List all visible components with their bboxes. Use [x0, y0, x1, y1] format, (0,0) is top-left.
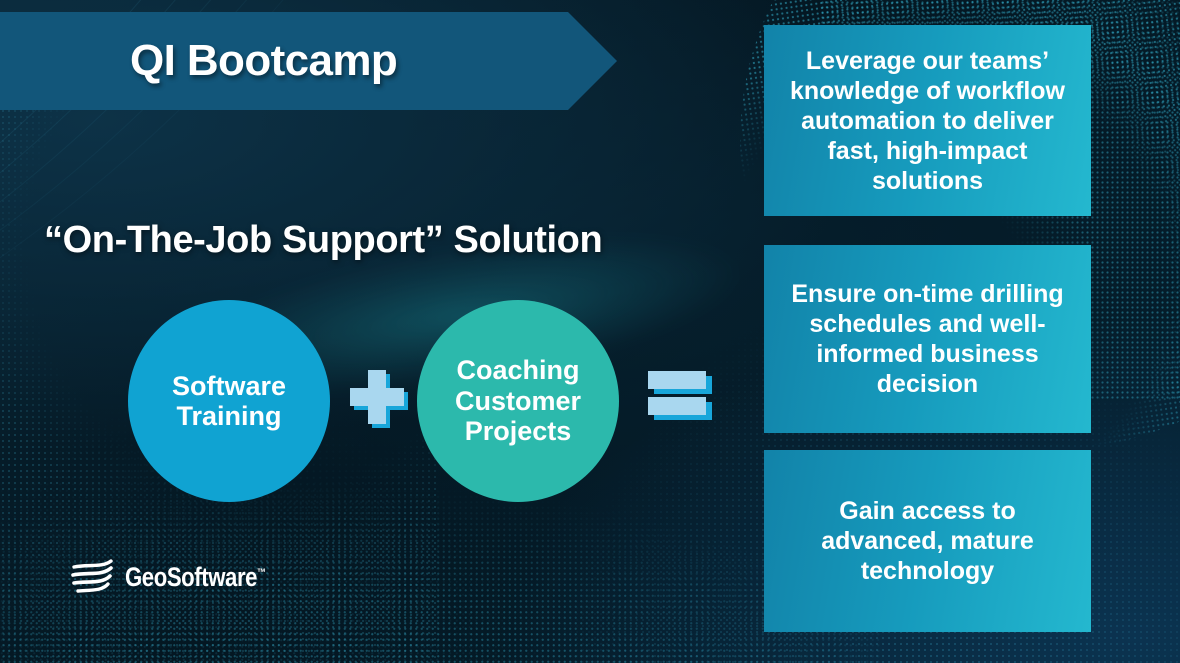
- benefit-callout-2: Ensure on-time drilling schedules and we…: [764, 245, 1091, 433]
- benefit-callout-3-text: Gain access to advanced, mature technolo…: [821, 497, 1034, 585]
- benefit-callout-1: Leverage our teams’ knowledge of workflo…: [764, 25, 1091, 216]
- page-title: QI Bootcamp: [130, 36, 398, 85]
- logo-wordmark: GeoSoftware™: [125, 562, 266, 593]
- geosoftware-swoosh-icon: [71, 559, 113, 593]
- title-banner: QI Bootcamp: [0, 12, 617, 110]
- equals-icon: [648, 371, 712, 420]
- benefit-callout-1-text: Leverage our teams’ knowledge of workflo…: [789, 46, 1065, 195]
- benefit-callout-2-text: Ensure on-time drilling schedules and we…: [791, 280, 1064, 398]
- benefit-callout-3: Gain access to advanced, mature technolo…: [764, 450, 1091, 632]
- logo-name: GeoSoftware: [125, 561, 258, 592]
- company-logo: GeoSoftware™: [70, 556, 297, 598]
- concept-circle-coaching-customer-projects-label: Coaching Customer Projects: [454, 355, 582, 447]
- logo-trademark: ™: [257, 566, 267, 579]
- concept-circle-software-training-label: Software Training: [171, 370, 287, 432]
- slide-subtitle: “On-The-Job Support” Solution: [44, 219, 603, 261]
- concept-circle-software-training: Software Training: [128, 300, 330, 502]
- plus-icon: [350, 370, 408, 428]
- concept-circle-coaching-customer-projects: Coaching Customer Projects: [417, 300, 619, 502]
